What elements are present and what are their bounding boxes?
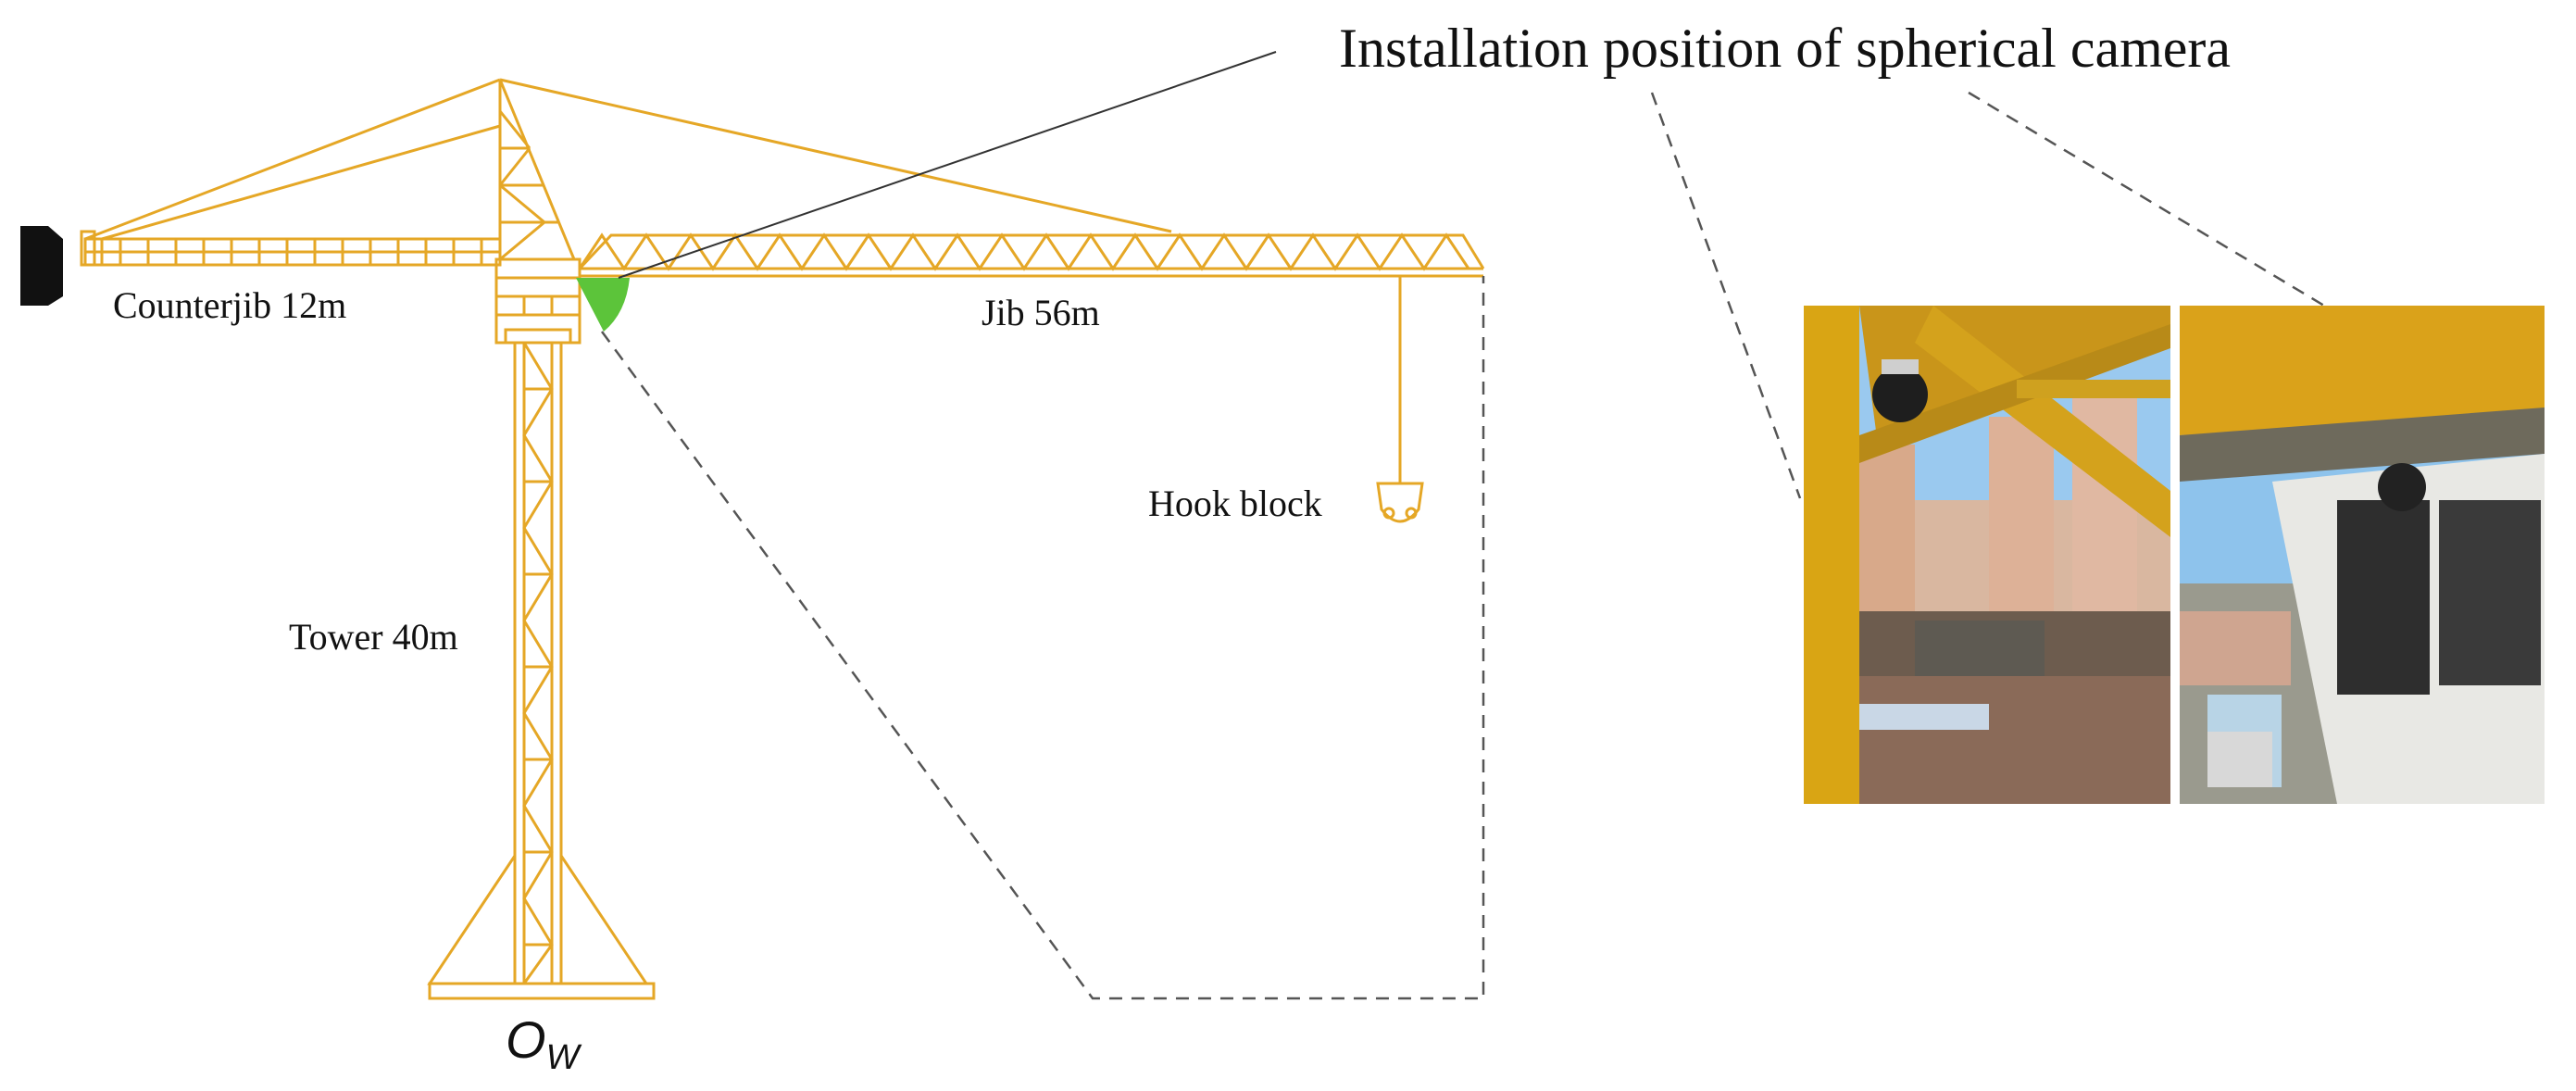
counterweight [20, 226, 63, 306]
jib-label: Jib 56m [982, 292, 1100, 333]
photo-scene-1 [1804, 306, 2170, 804]
camera-mount-marker [576, 278, 630, 332]
photo-scene-2 [2180, 306, 2545, 804]
photo-camera-above-cab [2180, 306, 2545, 804]
counterjib-tie-cable-inner [101, 124, 501, 241]
counterjib [80, 230, 502, 267]
callout-title: Installation position of spherical camer… [1339, 18, 2232, 79]
origin-sub: W [545, 1038, 580, 1078]
tower-label: Tower 40m [289, 616, 458, 658]
slewing-section [494, 257, 581, 345]
hook-assembly [1376, 276, 1424, 523]
photo-camera-under-jib [1804, 306, 2170, 804]
tower-mast [513, 342, 563, 984]
dashed-guides [600, 91, 2325, 1000]
tower-head [498, 79, 576, 261]
counterjib-tie-cable-outer [84, 78, 501, 241]
hook-block-label: Hook block [1148, 483, 1322, 524]
jib [578, 232, 1485, 278]
tower-base [427, 855, 656, 1000]
jib-tie-cable [499, 78, 1172, 233]
origin-main: O [506, 1010, 546, 1069]
callout-leader-line [618, 51, 1277, 279]
counterjib-label: Counterjib 12m [113, 284, 347, 326]
origin-label: OW [506, 1009, 579, 1078]
